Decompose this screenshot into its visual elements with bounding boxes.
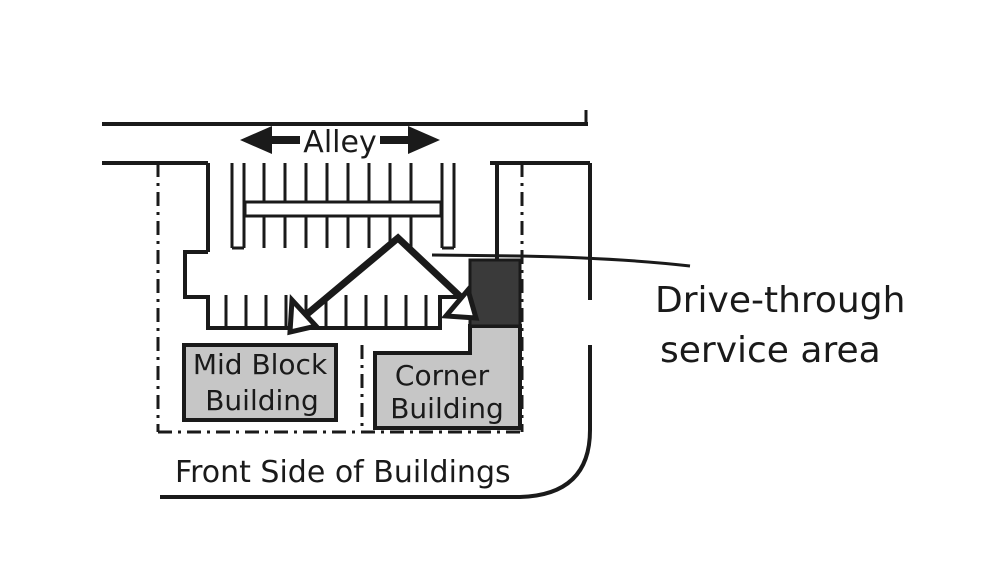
drive-through-arrowheads <box>287 284 480 336</box>
front-side-label: Front Side of Buildings <box>175 455 511 490</box>
corner-label-line2: Building <box>390 392 504 425</box>
mid-block-label-line1: Mid Block <box>193 348 328 381</box>
corner-label-line1: Corner <box>395 359 490 392</box>
drive-through-label-line2: service area <box>660 330 881 371</box>
drive-through-leader-line <box>431 253 691 268</box>
upper-parking-stalls <box>230 163 456 250</box>
mid-block-building <box>182 343 338 422</box>
mid-block-label-line2: Building <box>205 384 319 417</box>
drive-through-traffic-arrows <box>297 233 469 323</box>
lower-parking-stalls <box>224 295 428 328</box>
site-boundary-lines <box>102 161 592 499</box>
drive-through-label-line1: Drive-through <box>655 280 905 321</box>
parking-center-island <box>243 200 443 218</box>
alley-label: Alley <box>303 125 376 160</box>
